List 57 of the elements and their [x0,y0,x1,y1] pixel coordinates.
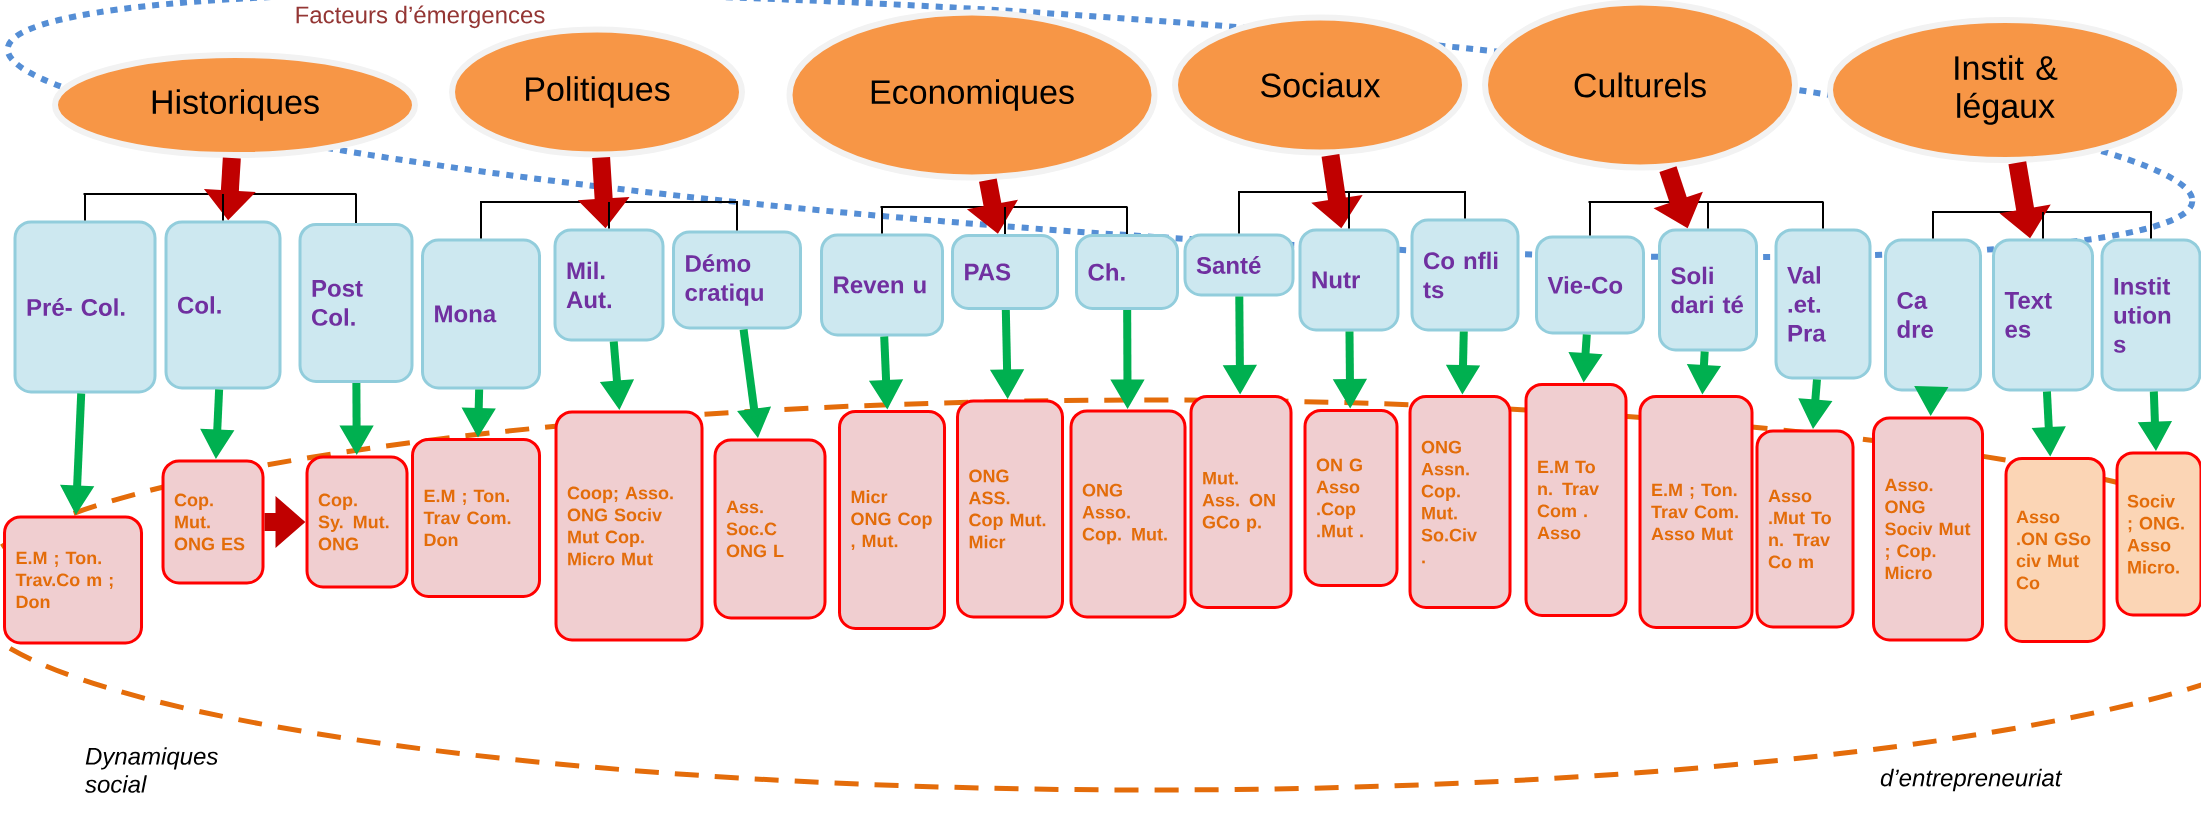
bracket-line [480,201,482,240]
category-box: Mil. Aut. [553,228,665,342]
actor-box: E.M ; Ton. Trav Com. Asso Mut [1638,395,1754,629]
category-box: Santé [1183,233,1295,297]
title: Facteurs d’émergences [296,5,545,29]
bracket-line [1707,201,1709,230]
category-box: Val .et. Pra [1774,228,1872,380]
bracket-line [1589,201,1591,237]
bracket-line [2150,211,2152,240]
bracket-line [1238,191,1240,235]
bracket-line [2042,211,2044,240]
category-box: Col. [164,220,282,390]
category-box: PAS [951,234,1059,310]
category-box: Co nfli ts [1410,218,1520,332]
bracket-line [1932,211,1934,240]
category-box: Reven u [820,233,944,337]
category-box: Ca dre [1884,238,1982,392]
category-box: Démo cratiqu [672,230,802,330]
bracket-line [355,193,357,224]
category-box: Nutr [1298,228,1400,332]
bracket-line [608,201,610,230]
category-box: Post Col. [298,223,414,383]
caption-text: Dynamiques social [85,747,218,793]
bracket-line [222,193,224,222]
category-box: Pré- Col. [13,220,157,394]
bracket-line [881,206,883,235]
actor-box: ON G Asso .Cop .Mut . [1303,409,1399,587]
actor-box: Asso. ONG Sociv Mut ; Cop. Micro [1872,416,1984,642]
actor-box: Micr ONG Cop , Mut. [838,410,946,630]
actor-box: Asso .Mut To n. Trav Co m [1755,429,1855,629]
actor-box: ONG ASS. Cop Mut. Micr [956,399,1064,619]
caption-text: d’entrepreneuriat [1880,768,2063,792]
actor-box: E.M ; Ton. Trav Com. Don [411,438,541,598]
actor-box: Ass. Soc.C ONG L [713,438,827,620]
actor-box: Sociv ; ONG. Asso Micro. [2115,451,2201,617]
bracket-line [1348,191,1350,230]
bracket-line [1004,206,1006,235]
actor-box: Asso .ON GSo civ Mut Co [2004,457,2106,643]
bracket-line [84,193,86,222]
actor-box: ONG Assn. Cop. Mut. So.Civ . [1408,395,1512,609]
bracket-line [1464,191,1466,220]
category-box: Instit ution s [2100,238,2201,392]
actor-box: Cop. Sy. Mut. ONG [305,455,409,589]
actor-box: Coop; Asso. ONG Sociv Mut Cop. Micro Mut [554,410,704,642]
category-box: Mona [421,238,541,390]
actor-box: E.M To n. Trav Com . Asso [1524,383,1628,617]
bracket-line [736,201,738,232]
category-box: Ch. [1075,234,1179,310]
bracket-line [1126,206,1128,235]
actor-box: E.M ; Ton. Trav.Co m ; Don [3,515,143,645]
category-box: Vie-Co [1535,235,1645,335]
actor-box: Cop. Mut. ONG ES [161,459,265,585]
category-box: Soli dari té [1658,228,1758,352]
actor-box: Mut. Ass. ON GCo p. [1189,395,1293,609]
bracket-line [1822,201,1824,230]
actor-box: ONG Asso. Cop. Mut. [1069,409,1187,619]
category-box: Text es [1992,238,2094,392]
